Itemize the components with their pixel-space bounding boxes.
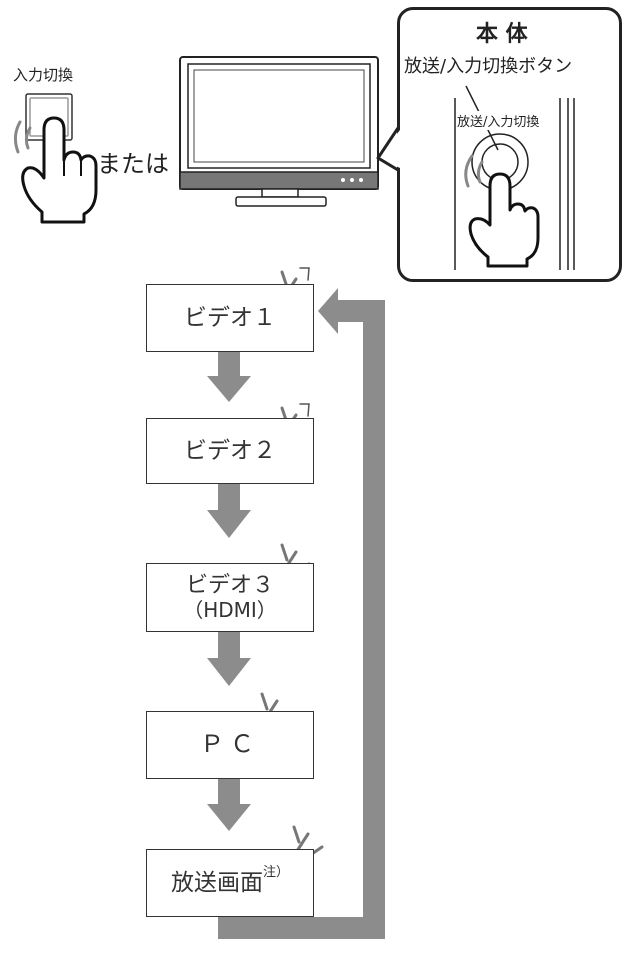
- callout-pointer: [376, 127, 400, 172]
- panel-edge-lines: [454, 98, 575, 270]
- down-arrow-3: [207, 632, 251, 686]
- callout-press-wave-icon: [464, 154, 484, 188]
- step-label: ＰＣ: [200, 730, 260, 759]
- main-unit-title: 本 体: [476, 22, 528, 47]
- down-arrow-4: [207, 779, 251, 831]
- callout-hand-icon: [468, 172, 540, 268]
- step-broadcast-screen: 放送画面 注）: [146, 849, 314, 917]
- step-sublabel: （HDMI）: [183, 597, 277, 622]
- step-pc: ＰＣ: [146, 711, 314, 779]
- down-arrow-2: [207, 484, 251, 538]
- panel-printed-label: 放送/入力切換: [456, 111, 541, 130]
- step-video-2: ビデオ２: [146, 418, 314, 484]
- remote-input-switch-label: 入力切換: [13, 66, 74, 84]
- step-label: ビデオ１: [184, 304, 276, 331]
- step-label: 放送画面: [170, 869, 263, 896]
- step-note-marker: 注）: [262, 865, 289, 880]
- press-wave-icon: [13, 120, 32, 154]
- step-video-3-hdmi: ビデオ３ （HDMI）: [146, 563, 314, 632]
- step-video-1: ビデオ１: [146, 284, 314, 352]
- broadcast-input-button-label: 放送/入力切換ボタン: [404, 56, 573, 77]
- television-icon: [179, 56, 379, 207]
- step-label: ビデオ２: [184, 437, 276, 464]
- down-arrow-1: [207, 352, 251, 402]
- return-loop-arrow: [218, 288, 385, 939]
- pressing-hand-icon: [21, 116, 98, 224]
- step-label: ビデオ３: [185, 573, 274, 599]
- or-label: または: [97, 150, 169, 178]
